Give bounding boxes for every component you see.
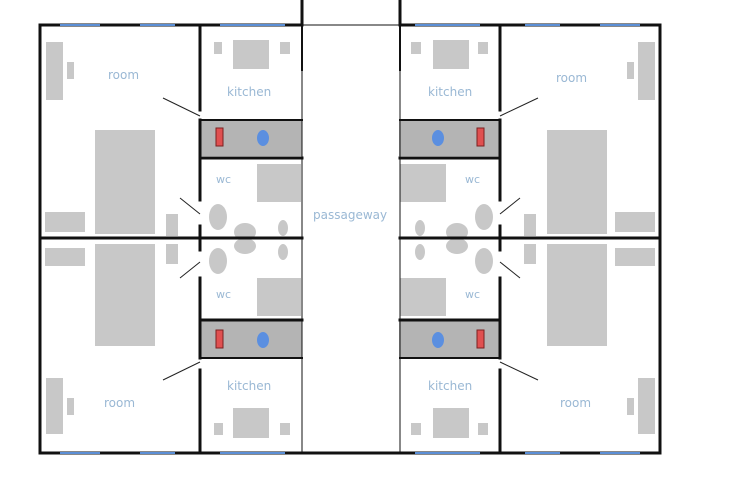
bed-br [547,244,607,346]
kitchen-chair-tl-1 [214,42,222,54]
chair-tr [524,214,536,236]
label-wc-tl: wc [216,173,231,186]
shower-tl [257,164,301,202]
counters-layer [201,120,500,358]
doors-layer [162,97,539,381]
door-wc-br [499,261,521,279]
kitchen-chair-br-1 [411,423,421,435]
door-kitchen-bl [162,361,201,381]
wardrobe-br [638,378,655,434]
toilet-tr [475,204,493,230]
basin-bl [234,238,256,254]
sink-drain-l1 [278,220,288,236]
furniture-layer [45,40,655,438]
stove-bl [215,329,224,349]
label-kitchen-bl: kitchen [227,379,271,393]
nightstand-tl [67,62,74,79]
label-room-bl: room [104,396,135,410]
toilet-br [475,248,493,274]
wardrobe-bl [46,378,63,434]
wardrobe-tr [638,42,655,100]
nightstand-bl [67,398,74,415]
door-wc-bl [179,261,201,279]
door-kitchen-tr [499,97,539,117]
kitchen-chair-bl-1 [214,423,223,435]
kitchen-chair-tr-1 [411,42,421,54]
door-wc-tl [179,197,201,215]
chair-br [524,244,536,264]
nightstand-br [627,398,634,415]
sink-drain-l2 [278,244,288,260]
wardrobe-tl [46,42,63,100]
kitchen-table-bl [233,408,269,438]
desk-tl [45,212,85,232]
kitchen-table-br [433,408,469,438]
bed-bl [95,244,155,346]
label-room-br: room [560,396,591,410]
shower-tr [400,164,446,202]
stove-tl [215,127,224,147]
label-room-tl: room [108,68,139,82]
labels-layer: room kitchen wc wc kitchen room passagew… [104,68,591,410]
door-wc-tr [499,197,521,215]
label-wc-tr: wc [465,173,480,186]
desk-br [615,248,655,266]
label-kitchen-tl: kitchen [227,85,271,99]
sink-br [432,332,444,348]
label-kitchen-tr: kitchen [428,85,472,99]
kitchen-table-tl [233,40,269,69]
bed-tl [95,130,155,234]
windows-layer [60,24,640,454]
toilet-bl [209,248,227,274]
stove-tr [476,127,485,147]
desk-bl [45,248,85,266]
sink-bl [257,332,269,348]
fixtures-layer [209,204,493,274]
label-wc-bl: wc [216,288,231,301]
kitchen-chair-br-2 [478,423,488,435]
desk-tr [615,212,655,232]
kitchen-chair-tl-2 [280,42,290,54]
basin-br [446,238,468,254]
sink-drain-r1 [415,220,425,236]
label-room-tr: room [556,71,587,85]
label-wc-br: wc [465,288,480,301]
sink-tl [257,130,269,146]
kitchen-table-tr [433,40,469,69]
shower-br [400,278,446,316]
label-kitchen-br: kitchen [428,379,472,393]
toilet-tl [209,204,227,230]
nightstand-tr [627,62,634,79]
door-kitchen-br [499,361,539,381]
stove-br [476,329,485,349]
counter-br [399,320,500,358]
bed-tr [547,130,607,234]
kitchen-chair-tr-2 [478,42,488,54]
shower-bl [257,278,301,316]
kitchen-chair-bl-2 [280,423,290,435]
sink-drain-r2 [415,244,425,260]
chair-tl [166,214,178,236]
door-kitchen-tl [162,97,201,117]
chair-bl [166,244,178,264]
label-passageway: passageway [313,208,387,222]
sink-tr [432,130,444,146]
counter-tr [399,120,500,156]
